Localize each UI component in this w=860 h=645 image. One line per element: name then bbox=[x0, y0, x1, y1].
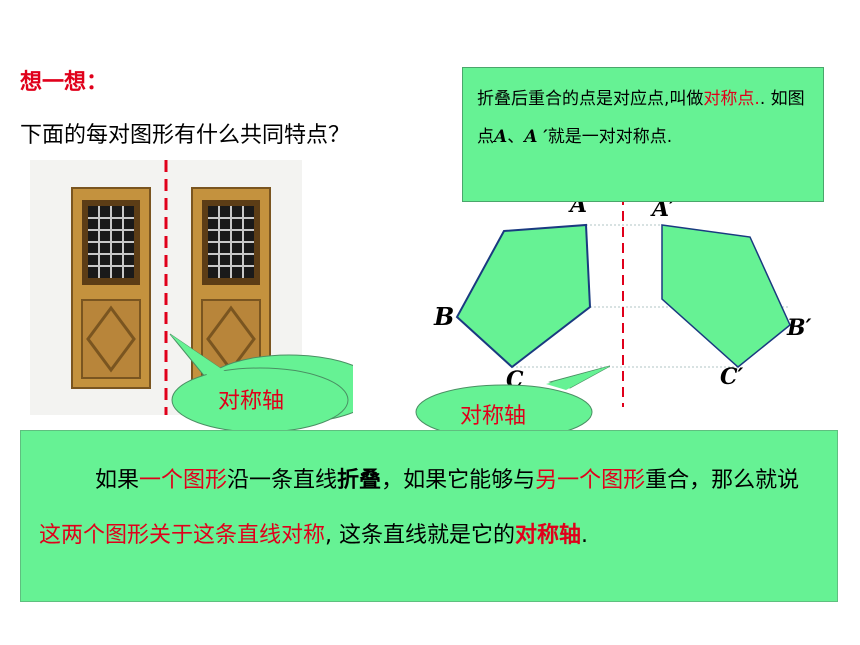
question-text: 下面的每对图形有什么共同特点？ bbox=[20, 123, 351, 148]
text-s2: 一个图形 bbox=[139, 468, 228, 493]
def-sep: 、 bbox=[507, 127, 525, 147]
symmetry-definition-box: 如果一个图形沿一条直线折叠，如果它能够与另一个图形重合，那么就说这两个图形关于这… bbox=[20, 430, 838, 602]
def-text-3: . 如图点 bbox=[477, 89, 805, 147]
label-c-prime: C′ bbox=[720, 364, 744, 390]
text-s6: 另一个图形 bbox=[535, 468, 646, 493]
label-b: B bbox=[434, 302, 455, 331]
text-s5: ，如果它能够与 bbox=[381, 468, 536, 493]
def-text-4: 就是一对对称点. bbox=[547, 127, 673, 147]
right-pentagon bbox=[661, 224, 791, 368]
text-s9: , 这条直线就是它的 bbox=[325, 523, 516, 548]
callout-right-label: 对称轴 bbox=[460, 404, 527, 429]
text-s8: 这两个图形关于这条直线对称 bbox=[39, 523, 326, 548]
label-a-prime: A′ bbox=[652, 196, 675, 222]
def-point-a-prime: A ′ bbox=[524, 127, 548, 147]
definition-box: 折叠后重合的点是对应点,叫做对称点.. 如图点A、A ′就是一对对称点. bbox=[462, 67, 824, 202]
text-s1: 如果 bbox=[95, 468, 140, 493]
text-s3: 沿一条直线 bbox=[227, 468, 338, 493]
def-text-1: 折叠后重合的点是对应点 bbox=[477, 89, 664, 109]
text-s11: . bbox=[581, 523, 589, 548]
def-term: 对称点 bbox=[703, 89, 755, 109]
label-b-prime: B′ bbox=[787, 315, 812, 341]
left-pentagon bbox=[455, 223, 592, 369]
pentagon-diagram bbox=[455, 195, 791, 407]
def-text-2: ,叫做 bbox=[664, 89, 704, 109]
symmetry-axis-callout-right bbox=[415, 365, 610, 440]
callout-left-label: 对称轴 bbox=[218, 389, 285, 414]
text-s7: 重合，那么就说 bbox=[645, 468, 800, 493]
symmetry-axis-callout-left bbox=[169, 333, 353, 433]
text-s4: 折叠 bbox=[337, 468, 382, 493]
text-s10: 对称轴 bbox=[515, 523, 582, 548]
def-point-a: A bbox=[494, 127, 508, 147]
left-door bbox=[71, 187, 151, 389]
page-title: 想一想： bbox=[20, 70, 109, 95]
